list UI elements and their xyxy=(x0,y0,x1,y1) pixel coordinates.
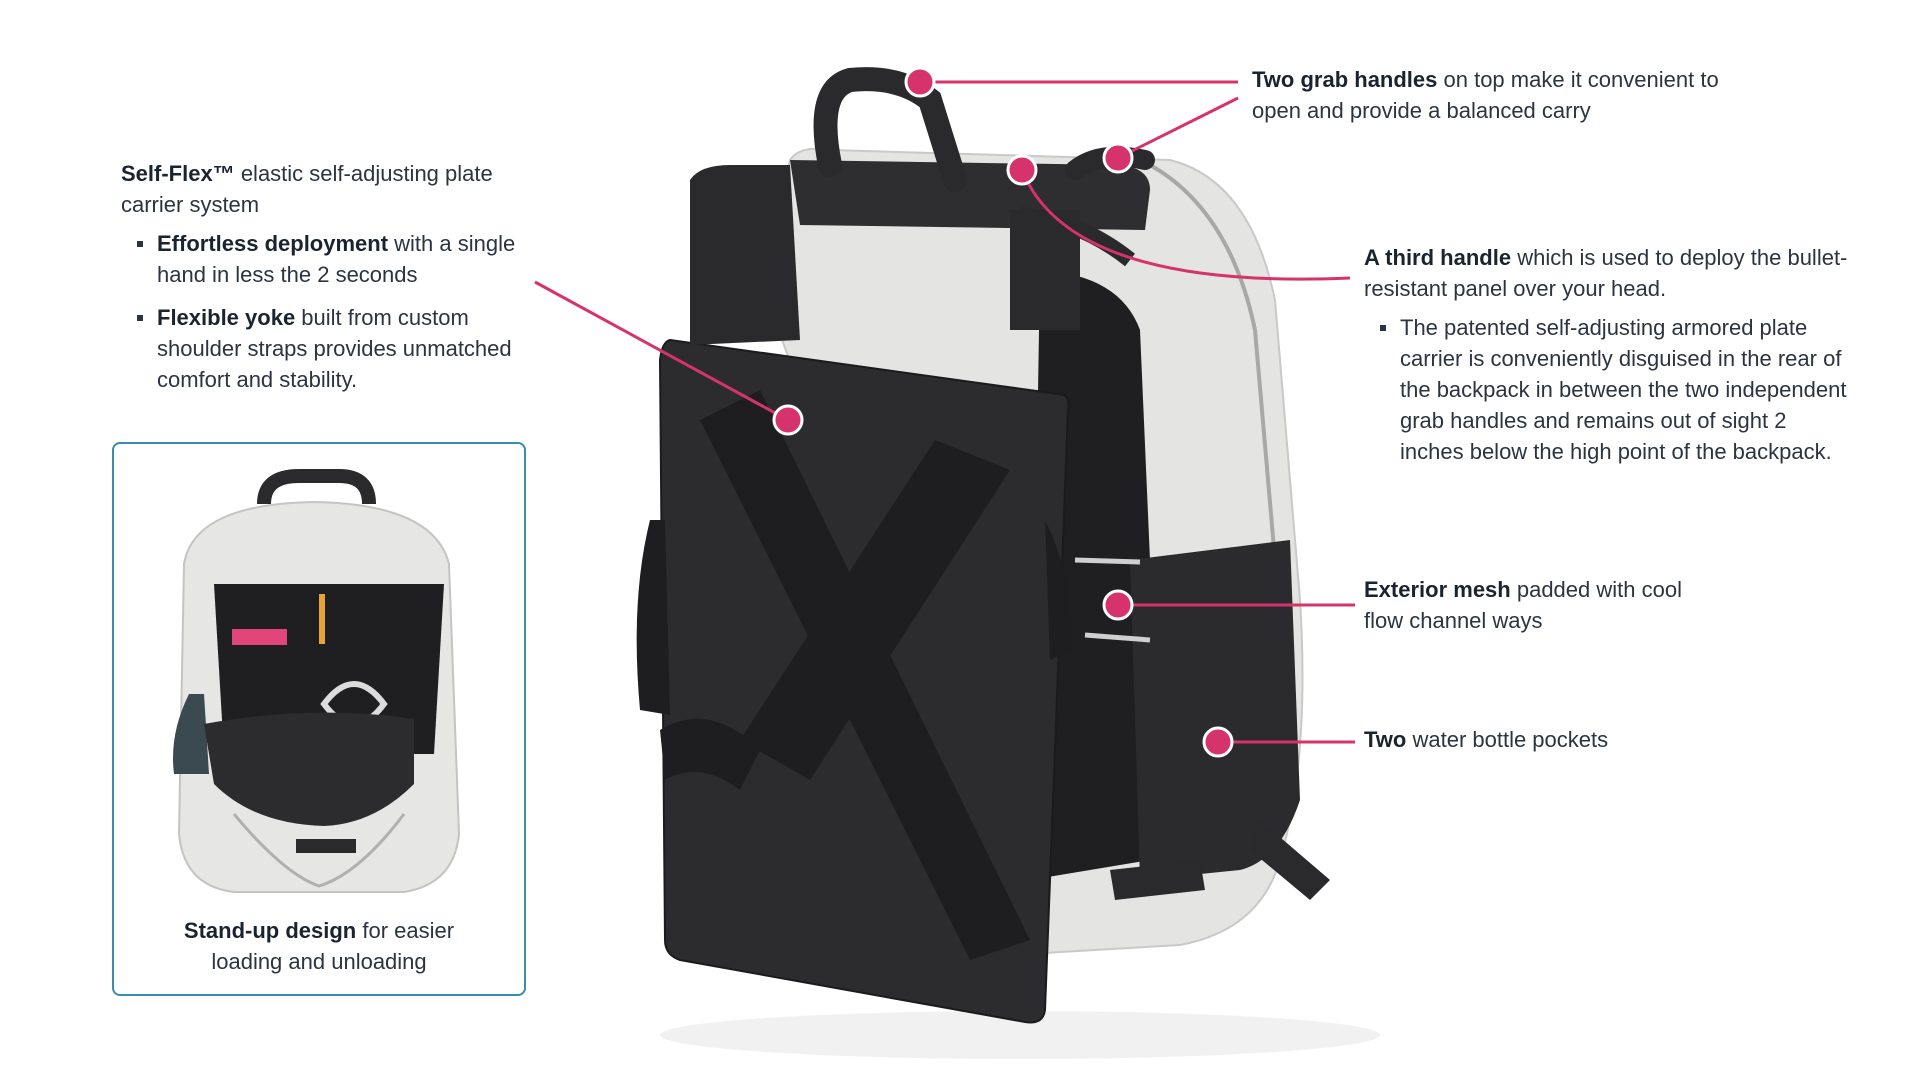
third-handle-callout: A third handle which is used to deploy t… xyxy=(1364,242,1854,479)
standup-caption: Stand-up design for easier loading and u… xyxy=(112,915,526,977)
self-flex-callout: Self-Flex™ elastic self-adjusting plate … xyxy=(121,158,551,407)
bottom-strap xyxy=(1250,820,1330,900)
cross-strap xyxy=(700,390,1030,960)
mesh-callout: Exterior mesh padded with cool flow chan… xyxy=(1364,574,1704,636)
inset-logo-patch xyxy=(296,839,356,853)
inset-pencil xyxy=(319,594,325,644)
cross-strap xyxy=(740,440,1010,780)
side-strap xyxy=(636,520,670,715)
standup-inset-box xyxy=(112,442,526,996)
inset-flap xyxy=(204,712,414,826)
callout-dot xyxy=(1006,154,1038,186)
self-flex-rest: elastic self-adjusting plate carrier sys… xyxy=(121,161,493,217)
inset-zipper xyxy=(232,813,406,888)
list-item: The patented self-adjusting armored plat… xyxy=(1380,312,1854,467)
open-backpack-illustration xyxy=(173,469,461,893)
buckle-strap xyxy=(660,718,760,790)
side-mesh-pocket xyxy=(1130,540,1300,880)
inset-handle xyxy=(257,469,376,505)
top-panel xyxy=(790,160,1150,230)
grab-handle xyxy=(1065,146,1155,180)
third-handle-bold: A third handle xyxy=(1364,245,1512,270)
self-flex-bold: Self-Flex™ xyxy=(121,161,235,186)
third-handle-heading: A third handle which is used to deploy t… xyxy=(1364,242,1854,304)
inset-bottle xyxy=(173,694,209,774)
callout-dot xyxy=(1202,726,1234,758)
mesh-back xyxy=(1030,270,1155,880)
bottles-rest: water bottle pockets xyxy=(1406,727,1609,752)
bottles-bold: Two xyxy=(1364,727,1407,752)
callout-leader-lines xyxy=(534,80,1355,744)
inset-opening xyxy=(214,584,444,754)
callout-dot xyxy=(772,404,804,436)
grab-handles-callout: Two grab handles on top make it convenie… xyxy=(1252,64,1772,126)
bullet-text: built from custom shoulder straps provid… xyxy=(157,305,512,392)
list-item: Effortless deployment with a single hand… xyxy=(137,228,551,290)
ground-shadow xyxy=(660,1011,1380,1059)
third-handle-rest: which is used to deploy the bullet-resis… xyxy=(1364,245,1848,301)
callout-dot xyxy=(1102,589,1134,621)
side-strap xyxy=(1045,520,1071,660)
standup-bold: Stand-up design xyxy=(183,918,357,943)
inset-item xyxy=(232,629,287,645)
bullet-text: The patented self-adjusting armored plat… xyxy=(1400,315,1847,464)
bullet-bold: Effortless deployment xyxy=(157,231,389,256)
mesh-rest: padded with cool flow channel ways xyxy=(1364,577,1682,633)
callout-dot xyxy=(1102,142,1134,174)
self-flex-heading: Self-Flex™ elastic self-adjusting plate … xyxy=(121,158,551,220)
zipper xyxy=(1149,163,1277,561)
bullet-text: with a single hand in less the 2 seconds xyxy=(157,231,516,287)
grab-handles-rest: on top make it convenient to open and pr… xyxy=(1252,67,1719,123)
list-item: Flexible yoke built from custom shoulder… xyxy=(137,302,551,395)
panel-upper xyxy=(690,165,800,345)
standup-rest: for easier loading and unloading xyxy=(211,918,455,974)
plate-carrier-panel xyxy=(658,338,1070,1024)
reflective-stripe xyxy=(1074,557,1141,565)
callout-dot xyxy=(904,66,936,98)
mesh-bold: Exterior mesh xyxy=(1364,577,1511,602)
grab-handles-bold: Two grab handles xyxy=(1252,67,1438,92)
strap-anchor xyxy=(1010,210,1080,330)
bottom-strap xyxy=(1110,860,1205,900)
bullet-bold: Flexible yoke xyxy=(157,305,296,330)
third-handle xyxy=(1019,207,1135,267)
self-flex-bullets: Effortless deployment with a single hand… xyxy=(121,228,551,395)
grab-handle xyxy=(813,67,967,192)
reflective-stripe xyxy=(1084,632,1151,643)
third-handle-bullets: The patented self-adjusting armored plat… xyxy=(1364,312,1854,467)
backpack-body xyxy=(758,147,1304,961)
bottles-callout: Two water bottle pockets xyxy=(1364,724,1784,755)
